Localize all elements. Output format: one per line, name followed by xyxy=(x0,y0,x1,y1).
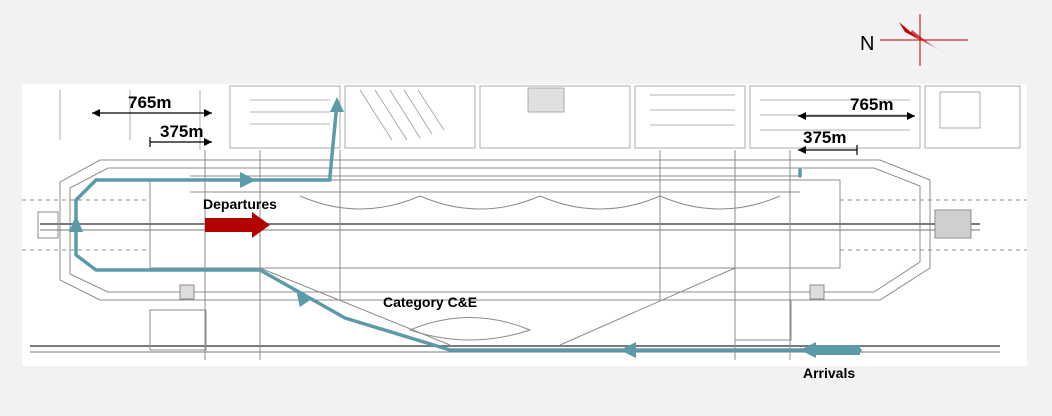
departures-label: Departures xyxy=(203,196,277,212)
departures-arrow xyxy=(205,212,270,238)
category-label: Category C&E xyxy=(383,294,477,310)
route-arrow-east xyxy=(240,172,256,188)
dimension-label: 375m xyxy=(803,128,846,147)
category-ce-taxi-route xyxy=(74,101,862,352)
dimension-label: 375m xyxy=(160,122,203,141)
dimension-west-short: 375m xyxy=(149,122,212,147)
dimension-east-short: 375m xyxy=(798,128,858,155)
dimension-label: 765m xyxy=(850,95,893,114)
terminal-buildings xyxy=(59,85,1021,150)
arrivals-arrow xyxy=(800,342,860,358)
route-arrows xyxy=(69,97,636,358)
north-compass: N xyxy=(860,14,968,66)
dimension-west-long: 765m xyxy=(92,93,212,117)
north-label: N xyxy=(860,33,874,55)
route-arrow-west xyxy=(620,342,636,358)
route-arrow-northwest xyxy=(296,290,313,307)
route-arrow-exit xyxy=(330,97,344,112)
dimension-east-long: 765m xyxy=(798,95,915,120)
arrivals-label: Arrivals xyxy=(803,365,855,381)
dimension-label: 765m xyxy=(128,93,171,112)
route-arrow-north xyxy=(69,215,83,232)
